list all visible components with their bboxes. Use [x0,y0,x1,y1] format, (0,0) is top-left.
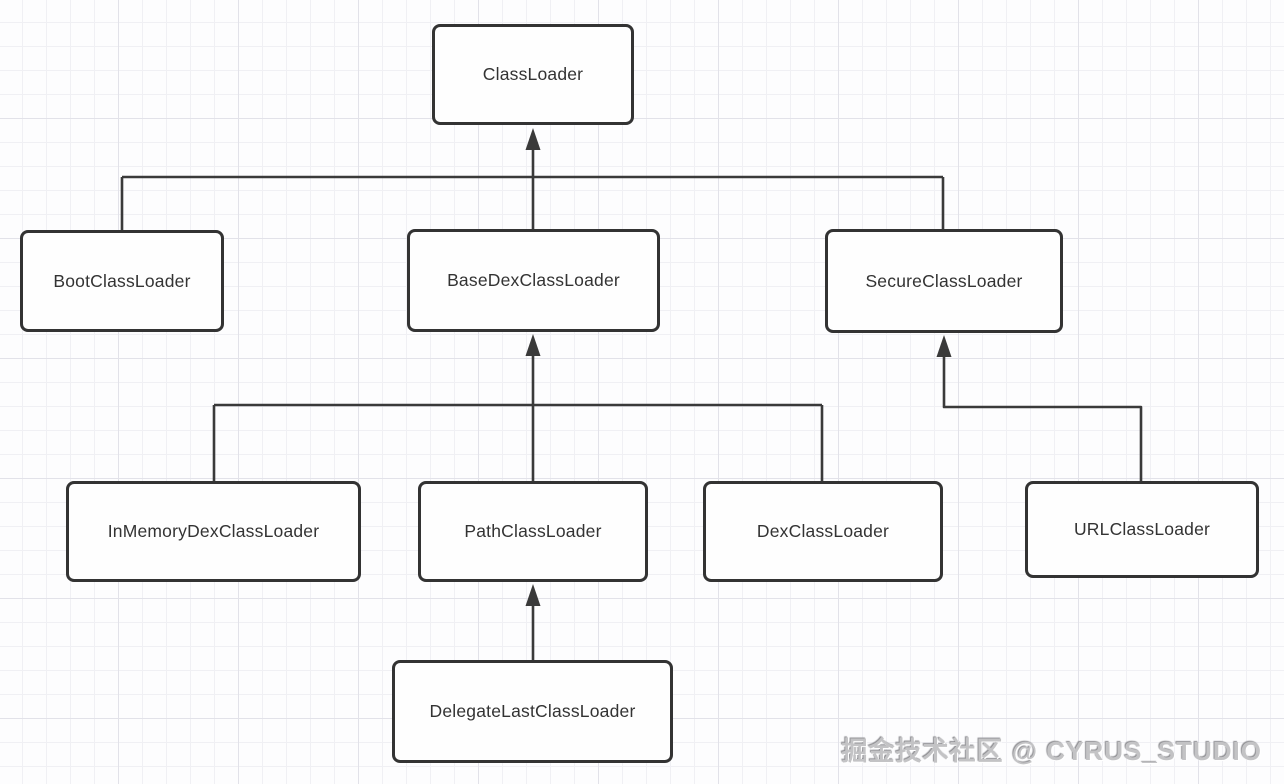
arrowhead-to-secureclassloader [936,335,952,357]
node-basedexclassloader-label: BaseDexClassLoader [447,270,620,290]
watermark-text: 掘金技术社区 @ CYRUS_STUDIO [841,736,1262,766]
node-secureclassloader: SecureClassLoader [825,229,1063,333]
node-bootclassloader-label: BootClassLoader [53,270,191,291]
node-dexclassloader-label: DexClassLoader [756,521,890,541]
node-urlclassloader-label: URLClassLoader [1073,519,1211,539]
node-dexclassloader: DexClassLoader [703,481,943,582]
arrowhead-to-basedexclassloader [525,334,541,356]
node-classloader: ClassLoader [432,24,634,125]
node-pathclassloader: PathClassLoader [418,481,648,582]
node-inmemorydexclassloader-label: InMemoryDexClassLoader [107,521,320,541]
node-pathclassloader-label: PathClassLoader [464,521,602,541]
node-urlclassloader: URLClassLoader [1025,481,1259,578]
node-classloader-label: ClassLoader [482,64,584,84]
node-secureclassloader-label: SecureClassLoader [865,270,1023,291]
node-delegatelastclassloader-label: DelegateLastClassLoader [429,701,636,721]
arrowhead-to-classloader [525,128,541,150]
node-basedexclassloader: BaseDexClassLoader [407,229,660,332]
node-inmemorydexclassloader: InMemoryDexClassLoader [66,481,361,582]
arrowhead-to-pathclassloader [525,584,541,606]
edge-url-to-secure [942,353,1143,481]
node-delegatelastclassloader: DelegateLastClassLoader [392,660,673,763]
node-bootclassloader: BootClassLoader [20,230,224,332]
